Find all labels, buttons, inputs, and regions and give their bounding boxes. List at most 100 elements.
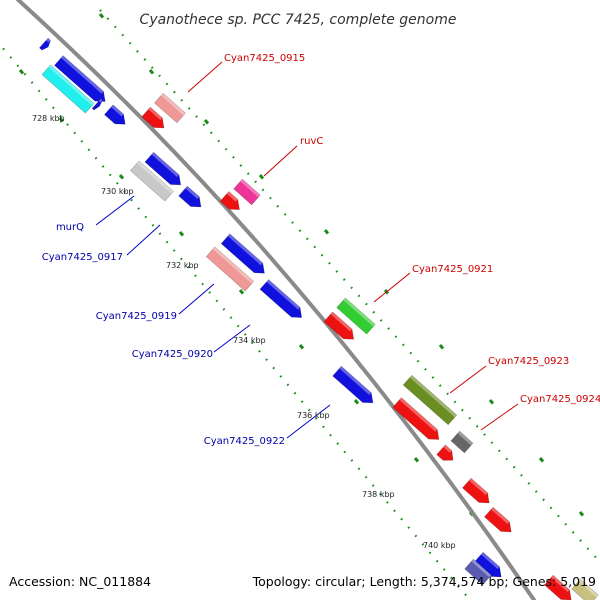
major-tick: [438, 344, 445, 350]
map-title: Cyanothece sp. PCC 7425, complete genome: [140, 12, 457, 28]
tick-label: 734 kbp: [233, 336, 266, 345]
gene-highlight: [240, 179, 261, 198]
gene-label: Cyan7425_0919: [96, 311, 177, 322]
leader-line: [480, 403, 519, 431]
tick-dot: [371, 484, 375, 487]
gene-highlight: [148, 107, 163, 121]
gene-feature-17: [233, 178, 261, 206]
tick-dot: [158, 232, 162, 236]
tick-label: 738 kbp: [362, 490, 395, 499]
leader-line: [126, 224, 161, 256]
gene-feature-13: [474, 551, 502, 578]
gene-highlight: [343, 297, 376, 327]
tick-dot: [222, 307, 226, 311]
tick-dot: [336, 442, 339, 445]
gene-label: Cyan7425_0922: [204, 436, 285, 447]
tick-dot: [232, 156, 235, 159]
tick-dot: [386, 501, 389, 504]
gene-feature-26: [484, 506, 512, 533]
tick-dot: [108, 173, 112, 177]
tick-dot: [172, 249, 176, 252]
tick-dot: [586, 547, 590, 551]
gene-feature-9: [205, 246, 255, 292]
gene-highlight: [212, 246, 254, 284]
outer-dot-track: [99, 9, 597, 559]
genome-summary-text: Topology: circular; Length: 5,374,574 bp…: [252, 574, 596, 589]
leader-line: [263, 145, 298, 177]
tick-dot: [414, 534, 418, 538]
gene-feature-25: [462, 477, 490, 504]
gene-highlight: [98, 98, 103, 103]
tick-dot: [424, 367, 427, 371]
major-tick: [258, 174, 265, 180]
tick-dot: [165, 240, 169, 244]
gene-feature-22: [392, 397, 440, 440]
tick-dot: [542, 498, 545, 502]
tick-dot: [593, 555, 597, 559]
tick-dot: [394, 335, 398, 339]
gene-label: Cyan7425_0920: [132, 349, 213, 360]
gene-highlight: [481, 552, 500, 570]
tick-dot: [393, 509, 396, 513]
tick-dot: [468, 416, 472, 420]
gene-highlight: [457, 431, 474, 446]
gene-highlight: [491, 507, 510, 525]
gene-highlight: [330, 311, 353, 332]
leader-line: [286, 404, 331, 439]
tick-dot: [279, 375, 283, 378]
tick-dot: [350, 286, 353, 290]
gene-feature-14: [464, 558, 492, 586]
gene-label: Cyan7425_0924: [520, 394, 600, 405]
tick-dot: [320, 253, 324, 257]
tick-dot: [224, 147, 228, 151]
gene-feature-6: [130, 160, 174, 202]
tick-dot: [329, 433, 332, 437]
tick-dot: [313, 245, 317, 249]
major-tick: [118, 174, 125, 180]
tick-dot: [229, 316, 233, 320]
tick-dot: [239, 164, 243, 167]
gene-feature-8: [178, 185, 202, 208]
tick-dot: [378, 492, 382, 496]
tick-dot: [2, 47, 5, 51]
tick-dot: [442, 568, 446, 571]
tick-dot: [335, 270, 339, 273]
tick-dot: [59, 114, 62, 118]
gene-feature-18: [219, 191, 240, 210]
tick-dot: [217, 139, 221, 143]
tick-dot: [173, 90, 176, 94]
tick-dot: [243, 333, 247, 336]
leader-line: [449, 365, 487, 394]
tick-dot: [512, 465, 516, 469]
tick-dot: [343, 450, 347, 454]
gene-feature-5: [91, 98, 103, 111]
tick-dot: [101, 165, 105, 168]
gene-highlight: [409, 375, 457, 418]
tick-dot: [121, 33, 125, 37]
tick-label: 730 kbp: [101, 187, 134, 196]
gene-highlight: [443, 444, 452, 453]
tick-label: 728 kbp: [32, 114, 65, 123]
tick-dot: [497, 449, 501, 453]
tick-dot: [428, 551, 432, 555]
tick-dot: [136, 50, 139, 53]
tick-dot: [195, 115, 198, 118]
gene-feature-21: [402, 374, 458, 426]
major-tick: [178, 231, 185, 237]
tick-dot: [300, 400, 304, 403]
backbone-arc: [15, 0, 537, 600]
gene-features: [39, 37, 599, 600]
tick-dot: [16, 64, 20, 68]
tick-dot: [557, 514, 560, 518]
major-tick: [203, 119, 210, 125]
tick-dot: [457, 585, 460, 588]
gene-highlight: [399, 397, 438, 432]
gene-feature-20: [323, 311, 355, 340]
tick-dot: [286, 383, 290, 387]
tick-dot: [409, 351, 413, 355]
tick-dot: [130, 198, 133, 202]
tick-dot: [401, 343, 405, 347]
tick-dot: [305, 237, 309, 241]
gene-feature-7: [144, 151, 182, 186]
